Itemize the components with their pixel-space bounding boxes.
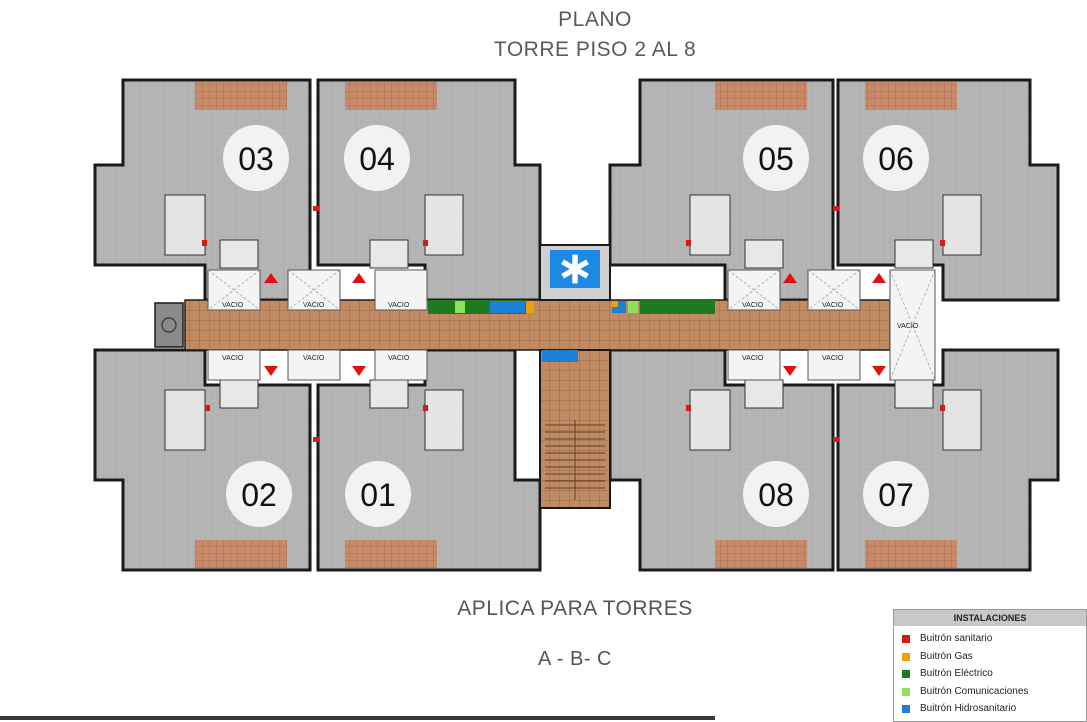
sanitary-shafts [202, 206, 945, 442]
applies-label: APLICA PARA TORRES [457, 597, 693, 620]
void-label: VACIO [222, 302, 244, 309]
service-room [154, 302, 184, 348]
stairs [545, 420, 605, 500]
unit-badges [223, 125, 929, 527]
floor-plan: VACIO VACIO VACIO VACIO VACIO VACIO VACI… [93, 78, 1060, 572]
hydro-shafts [490, 301, 626, 362]
legend-swatch [902, 670, 910, 678]
legend-swatch [902, 635, 910, 643]
legend-swatch [902, 687, 910, 696]
unit-number: 08 [758, 477, 794, 513]
plan-subtitle: TORRE PISO 2 AL 8 [493, 38, 697, 61]
unit-number: 05 [758, 141, 794, 177]
towers-label: A - B- C [537, 648, 612, 670]
unit-number: 01 [360, 477, 396, 513]
legend-item: Buitrón Gas [894, 648, 1086, 666]
unit-05 [608, 78, 835, 302]
unit-06 [836, 78, 1060, 302]
void-label: VACIO [742, 302, 764, 309]
unit-number: 04 [359, 141, 395, 177]
gas-shafts [526, 301, 618, 313]
unit-03 [93, 78, 312, 302]
legend-label: Buitrón Gas [920, 650, 973, 662]
unit-07 [836, 348, 1060, 572]
void-label: VACIO [897, 323, 919, 330]
void-diagonals [207, 269, 936, 381]
void-label: VACIO [822, 355, 844, 362]
plan-title: PLANO [558, 8, 632, 31]
void-label: VACIO [742, 355, 764, 362]
void-label: VACIO [388, 302, 410, 309]
legend-item: Buitrón Hidrosanitario [894, 700, 1086, 718]
legend-swatch [902, 705, 910, 713]
unit-02 [93, 348, 312, 572]
void-label: VACIO [222, 355, 244, 362]
legend-label: Buitrón Hidrosanitario [920, 703, 1017, 714]
void-label: VACIO [303, 355, 325, 362]
legend-label: Buitrón Comunicaciones [920, 685, 1029, 697]
unit-number: 07 [878, 477, 914, 513]
unit-number: 02 [241, 477, 277, 513]
void-label: VACIO [303, 302, 325, 309]
installations-legend: INSTALACIONES Buitrón sanitario Buitrón … [893, 609, 1087, 722]
unit-number: 03 [238, 141, 274, 177]
communications-shafts [455, 301, 638, 313]
legend-item: Buitrón Eléctrico [894, 665, 1086, 683]
legend-label: Buitrón Eléctrico [920, 668, 993, 679]
unit-08 [608, 348, 835, 572]
unit-number: 06 [878, 141, 914, 177]
legend-label: Buitrón sanitario [920, 633, 993, 644]
void-label: VACIO [388, 355, 410, 362]
bottom-bar [0, 716, 715, 720]
unit-04 [316, 78, 542, 302]
legend-item: Buitrón Comunicaciones [894, 683, 1086, 701]
void-label: VACIO [822, 302, 844, 309]
legend-item: Buitrón sanitario [894, 630, 1086, 648]
unit-01 [316, 348, 542, 572]
access-arrows [264, 273, 886, 376]
legend-swatch [902, 652, 910, 661]
legend-title: INSTALACIONES [894, 610, 1086, 626]
